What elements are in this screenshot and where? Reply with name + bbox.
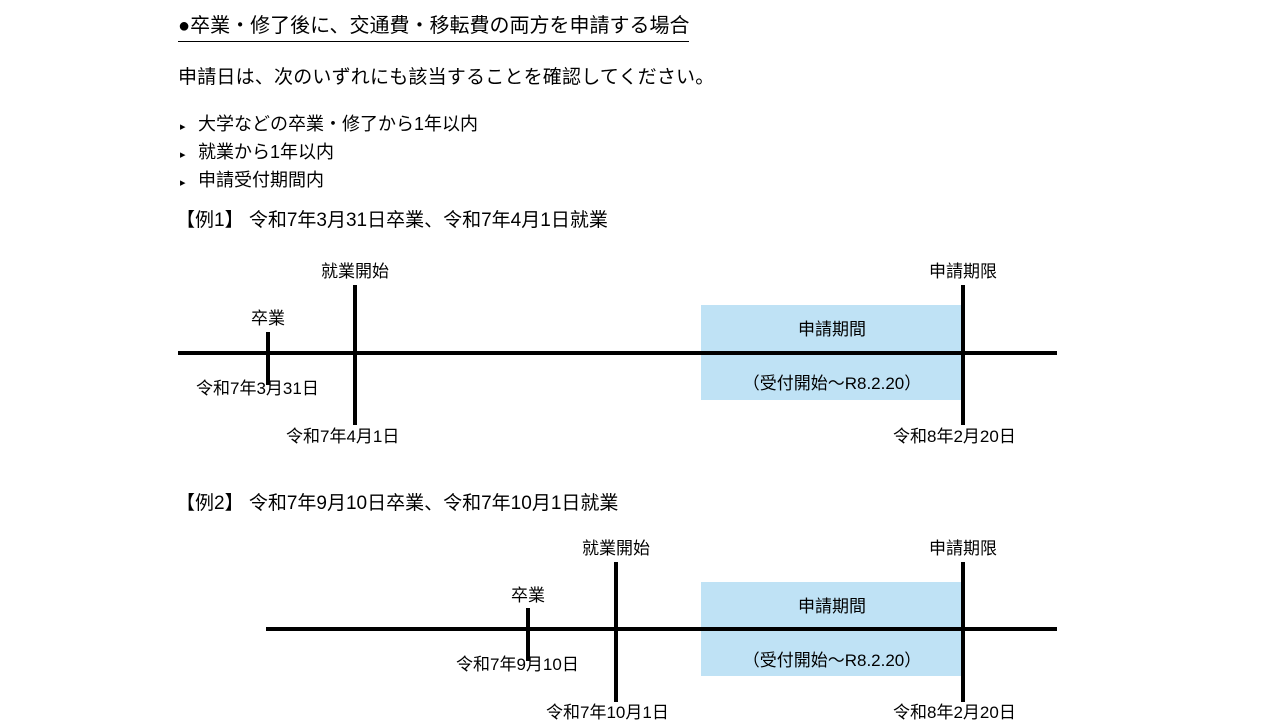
list-item: ▸ 就業から1年以内 bbox=[180, 140, 478, 168]
graduation-date: 令和7年9月10日 bbox=[456, 655, 579, 674]
application-period-label: 申請期間 bbox=[798, 320, 866, 339]
lead-paragraph: 申請日は、次のいずれにも該当することを確認してください。 bbox=[178, 67, 715, 88]
deadline-tick-marker bbox=[961, 285, 965, 425]
graduation-label: 卒業 bbox=[511, 586, 545, 605]
timeline-example-2: 卒業 就業開始 申請期限 申請期間 （受付開始～R8.2.20） 令和7年9月1… bbox=[0, 533, 1280, 723]
list-item-label: 就業から1年以内 bbox=[198, 142, 335, 162]
section-heading: ●卒業・修了後に、交通費・移転費の両方を申請する場合 bbox=[178, 12, 690, 42]
triangle-bullet-icon: ▸ bbox=[180, 177, 186, 189]
employment-tick-marker bbox=[353, 285, 357, 425]
graduation-tick-marker bbox=[266, 332, 270, 385]
employment-tick-marker bbox=[614, 562, 618, 702]
graduation-tick-marker bbox=[526, 608, 530, 661]
list-item-label: 申請受付期間内 bbox=[198, 170, 324, 190]
list-item: ▸ 大学などの卒業・修了から1年以内 bbox=[180, 112, 478, 140]
list-item-label: 大学などの卒業・修了から1年以内 bbox=[198, 114, 479, 134]
application-period-range: （受付開始～R8.2.20） bbox=[742, 651, 922, 670]
list-item: ▸ 申請受付期間内 bbox=[180, 168, 478, 196]
example-1-title: 【例1】 令和7年3月31日卒業、令和7年4月1日就業 bbox=[176, 210, 608, 231]
condition-list: ▸ 大学などの卒業・修了から1年以内 ▸ 就業から1年以内 ▸ 申請受付期間内 bbox=[180, 112, 478, 196]
example-2-title: 【例2】 令和7年9月10日卒業、令和7年10月1日就業 bbox=[176, 493, 619, 514]
employment-label: 就業開始 bbox=[582, 539, 650, 558]
graduation-date: 令和7年3月31日 bbox=[196, 379, 319, 398]
employment-date: 令和7年4月1日 bbox=[286, 427, 400, 446]
timeline-axis bbox=[178, 351, 1057, 355]
triangle-bullet-icon: ▸ bbox=[180, 121, 186, 133]
timeline-axis bbox=[266, 627, 1057, 631]
deadline-label: 申請期限 bbox=[929, 539, 997, 558]
employment-date: 令和7年10月1日 bbox=[546, 703, 669, 722]
deadline-label: 申請期限 bbox=[929, 262, 997, 281]
application-period-label: 申請期間 bbox=[798, 597, 866, 616]
graduation-label: 卒業 bbox=[251, 309, 285, 328]
employment-label: 就業開始 bbox=[321, 262, 389, 281]
deadline-date: 令和8年2月20日 bbox=[893, 703, 1016, 722]
timeline-example-1: 卒業 就業開始 申請期限 申請期間 （受付開始～R8.2.20） 令和7年3月3… bbox=[0, 250, 1280, 455]
triangle-bullet-icon: ▸ bbox=[180, 149, 186, 161]
deadline-tick-marker bbox=[961, 562, 965, 702]
application-period-range: （受付開始～R8.2.20） bbox=[742, 374, 922, 393]
deadline-date: 令和8年2月20日 bbox=[893, 427, 1016, 446]
